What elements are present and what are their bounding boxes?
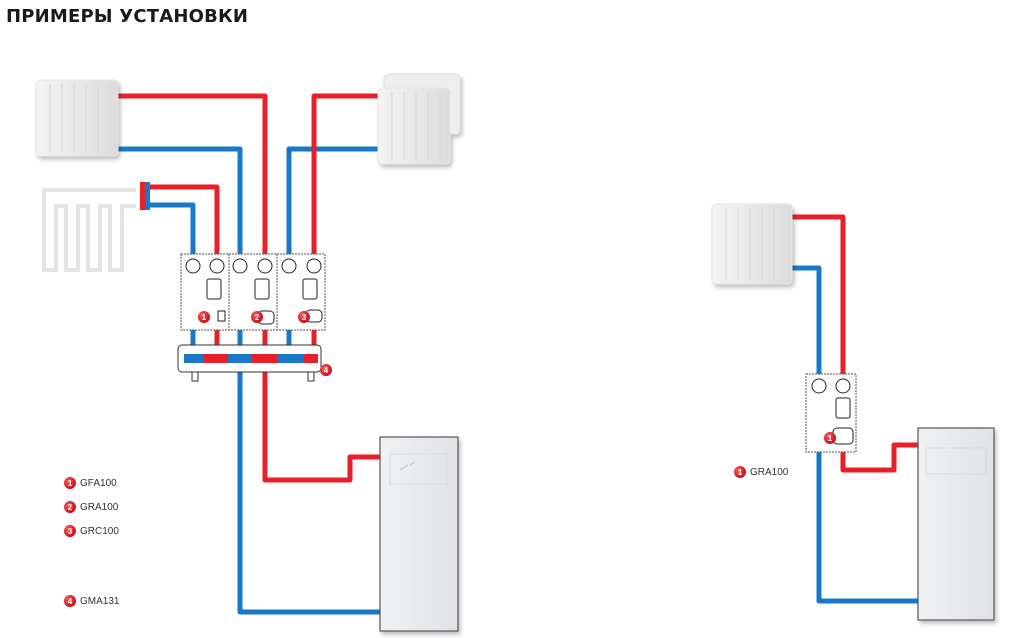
badge-module-1: 1 bbox=[198, 311, 210, 323]
legend-label: GRA100 bbox=[80, 501, 119, 513]
right-pipes bbox=[790, 214, 920, 604]
legend-item: 2 GRA100 bbox=[64, 501, 118, 513]
pipe-hot-radiator-2 bbox=[311, 93, 378, 258]
legend-badge: 1 bbox=[64, 477, 76, 489]
pipe-hot-radiator-right bbox=[790, 214, 846, 376]
badge-module-3: 3 bbox=[298, 311, 310, 323]
pipe-cold-floor bbox=[150, 202, 196, 258]
module-details bbox=[185, 258, 323, 325]
pipe-hot-boiler-right bbox=[840, 442, 920, 473]
legend-item: 1 GFA100 bbox=[64, 477, 117, 489]
underfloor-heating-coil bbox=[42, 188, 136, 272]
radiator-right bbox=[711, 203, 793, 285]
radiator-top-left bbox=[35, 79, 119, 157]
legend-label: GMA131 bbox=[80, 595, 120, 607]
legend-label: GRA100 bbox=[750, 466, 789, 478]
coil-connector-hot bbox=[140, 182, 145, 210]
pipe-cold-radiator-2 bbox=[286, 146, 378, 258]
boiler-left bbox=[379, 436, 459, 632]
legend-badge: 3 bbox=[64, 525, 76, 537]
pipe-cold-radiator-right bbox=[790, 265, 822, 376]
radiator-top-right bbox=[377, 73, 461, 165]
badge-manifold-4: 4 bbox=[320, 364, 332, 376]
pipe-hot-boiler bbox=[262, 370, 380, 483]
legend-label: GRC100 bbox=[80, 525, 119, 537]
legend-badge: 2 bbox=[64, 501, 76, 513]
pipe-cold-boiler-right bbox=[816, 452, 920, 604]
legend-badge: 4 bbox=[64, 595, 76, 607]
legend-label: GFA100 bbox=[80, 477, 117, 489]
coil-connector-cold bbox=[145, 182, 150, 210]
pipe-cold-boiler bbox=[237, 370, 380, 615]
badge-module-2: 2 bbox=[251, 311, 263, 323]
legend-item: 3 GRC100 bbox=[64, 525, 119, 537]
pipe-hot-radiator-1 bbox=[118, 93, 268, 258]
pipe-cold-radiator-1 bbox=[118, 146, 243, 258]
page-title: ПРИМЕРЫ УСТАНОВКИ bbox=[6, 6, 249, 27]
legend-item: 1 GRA100 bbox=[734, 466, 788, 478]
pipe-hot-floor bbox=[150, 184, 220, 258]
manifold-gma131 bbox=[177, 344, 322, 382]
boiler-right bbox=[917, 427, 995, 621]
legend-item: 4 GMA131 bbox=[64, 595, 119, 607]
badge-module-right-1: 1 bbox=[824, 432, 836, 444]
legend-badge: 1 bbox=[734, 466, 746, 478]
